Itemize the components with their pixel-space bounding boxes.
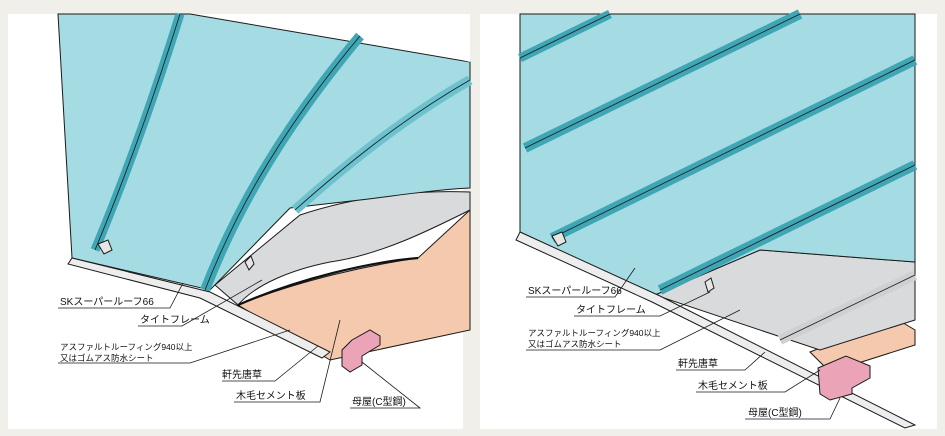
right-label-eave-flashing: 軒先唐草 — [678, 357, 718, 370]
left-leader-tight-frame — [138, 279, 263, 327]
left-label-cement-board: 木毛セメント板 — [236, 389, 306, 402]
right-leader-tight-frame — [574, 291, 711, 317]
right-leader-purlin — [745, 397, 841, 420]
left-leader-cement — [234, 319, 341, 403]
right-rib-3-edge — [551, 59, 916, 239]
right-rib-4-edge — [659, 164, 916, 291]
left-label-eave-flashing: 軒先唐草 — [222, 368, 262, 381]
left-label-roofing-line1: アスファルトルーフィング940以上 — [60, 342, 193, 352]
left-eave-flashing — [67, 257, 331, 359]
left-rib-3-edge — [294, 79, 471, 211]
left-label-purlin: 母屋(C型鋼) — [352, 395, 406, 408]
left-underlay-edge — [237, 256, 419, 307]
right-tight-frame-clip — [704, 277, 715, 293]
left-rib-2-edge — [204, 35, 361, 291]
left-cutaway — [300, 14, 470, 62]
right-leader-roof-sheet — [526, 267, 636, 298]
left-purlin — [341, 329, 381, 373]
left-leader-purlin — [350, 361, 422, 409]
left-label-tight-frame: タイトフレーム — [140, 314, 210, 326]
right-rib-2-edge — [524, 13, 801, 149]
left-ribs — [90, 12, 473, 292]
left-label-roofing-line2: 又はゴムアス防水シート — [60, 353, 154, 363]
right-eave-clip — [551, 231, 567, 247]
right-ribs — [518, 9, 918, 345]
right-leader-lines — [526, 267, 841, 420]
right-leader-cement — [696, 369, 821, 393]
left-tight-frame-clip — [244, 255, 255, 271]
left-label-roof-sheet: SKスーパールーフ66 — [60, 296, 154, 308]
right-label-roofing-line2: 又はゴムアス防水シート — [528, 339, 622, 349]
right-label-roofing-line1: アスファルトルーフィング940以上 — [528, 328, 661, 338]
right-label-purlin: 母屋(C型鋼) — [748, 406, 802, 419]
left-eave-clip — [97, 239, 113, 255]
right-label-tight-frame: タイトフレーム — [576, 304, 646, 316]
right-label-cement-board: 木毛セメント板 — [698, 379, 768, 392]
right-rib-5-edge — [779, 274, 916, 341]
left-leader-roof-sheet — [58, 282, 184, 309]
right-diagram: SKスーパールーフ66 タイトフレーム アスファルトルーフィング940以上 又は… — [480, 9, 937, 429]
right-leader-eave — [676, 351, 766, 371]
right-eave-flashing — [515, 231, 917, 429]
left-leader-roofing — [58, 329, 291, 364]
right-rib-1-edge — [519, 13, 611, 59]
left-leader-eave — [222, 345, 319, 382]
left-leader-lines — [58, 279, 422, 409]
right-leader-roofing — [526, 309, 741, 351]
left-rib-1-edge — [94, 13, 181, 251]
right-purlin — [817, 355, 871, 401]
left-diagram: SKスーパールーフ66 タイトフレーム アスファルトルーフィング940以上 又は… — [8, 12, 473, 429]
right-label-roof-sheet: SKスーパールーフ66 — [528, 285, 622, 297]
